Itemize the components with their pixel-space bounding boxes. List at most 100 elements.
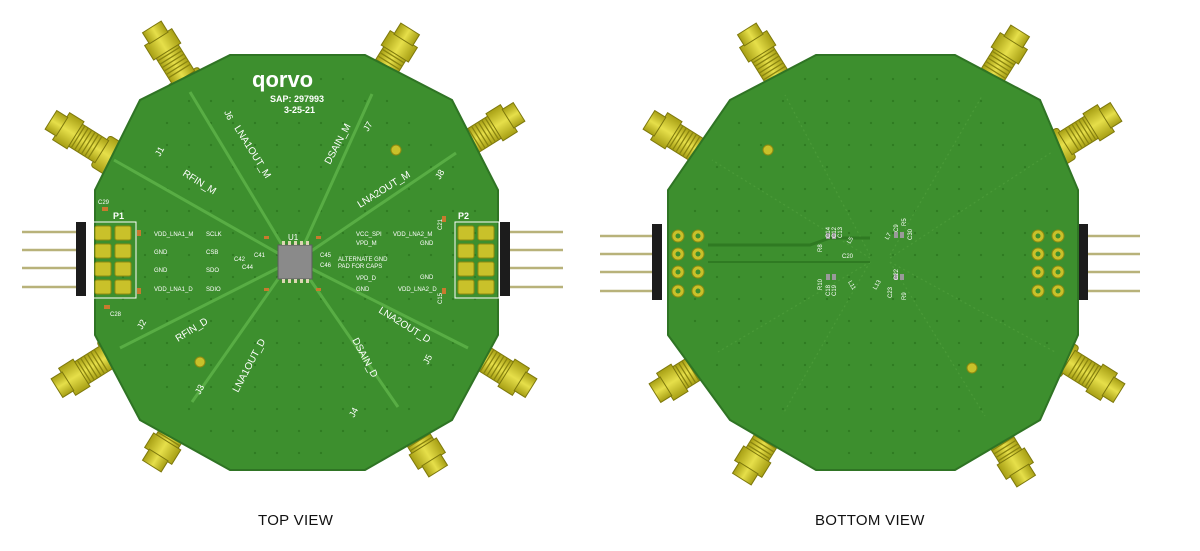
- via-dot: [935, 231, 939, 235]
- p1-signal-2: CSB: [206, 250, 218, 256]
- via-dot: [275, 319, 279, 323]
- via-dot: [209, 99, 213, 103]
- via-dot: [1023, 297, 1027, 301]
- via-dot: [451, 297, 455, 301]
- via-dot: [847, 143, 851, 147]
- via-dot: [231, 297, 235, 301]
- via-dot: [979, 363, 983, 367]
- via-dot: [451, 341, 455, 345]
- via-dot: [143, 341, 147, 345]
- via-dot: [759, 385, 763, 389]
- via-dot: [957, 407, 961, 411]
- via-dot: [407, 363, 411, 367]
- bottom-ref-l7: L7: [885, 232, 894, 241]
- via-dot: [319, 231, 323, 235]
- ref-j4: J4: [347, 406, 360, 419]
- via-dot: [847, 121, 851, 125]
- via-dot: [759, 165, 763, 169]
- via-dot: [825, 99, 829, 103]
- via-dot: [231, 143, 235, 147]
- via-dot: [1023, 363, 1027, 367]
- via-dot: [847, 429, 851, 433]
- via-dot: [715, 319, 719, 323]
- via-dot: [869, 77, 873, 81]
- via-dot: [429, 187, 433, 191]
- via-dot: [1001, 363, 1005, 367]
- header-p2-ref: P2: [458, 211, 469, 221]
- via-dot: [737, 385, 741, 389]
- via-dot: [231, 253, 235, 257]
- via-dot: [847, 165, 851, 169]
- via-dot: [825, 165, 829, 169]
- via-dot: [891, 143, 895, 147]
- via-dot: [407, 187, 411, 191]
- via-dot: [297, 429, 301, 433]
- bottom-ref-c20: C20: [842, 254, 854, 260]
- via-dot: [297, 209, 301, 213]
- via-dot: [429, 143, 433, 147]
- via-dot: [737, 297, 741, 301]
- ref-j2: J2: [135, 318, 148, 331]
- via-dot: [803, 99, 807, 103]
- via-dot: [847, 99, 851, 103]
- via-dot: [275, 99, 279, 103]
- p1-label-3: GND: [154, 268, 168, 274]
- via-dot: [385, 209, 389, 213]
- via-dot: [297, 341, 301, 345]
- via-dot: [869, 121, 873, 125]
- via-dot: [693, 187, 697, 191]
- via-dot: [759, 187, 763, 191]
- via-dot: [803, 253, 807, 257]
- via-dot: [847, 231, 851, 235]
- via-dot: [363, 99, 367, 103]
- via-dot: [1045, 231, 1049, 235]
- via-dot: [1023, 341, 1027, 345]
- via-dot: [803, 319, 807, 323]
- via-dot: [253, 407, 257, 411]
- via-dot: [957, 429, 961, 433]
- via-dot: [187, 385, 191, 389]
- via-dot: [319, 187, 323, 191]
- via-dot: [715, 253, 719, 257]
- via-dot: [781, 429, 785, 433]
- via-dot: [781, 121, 785, 125]
- cap-c29: C29: [98, 200, 110, 206]
- via-dot: [781, 385, 785, 389]
- p2-label-2: VPD_M: [356, 241, 377, 247]
- via-dot: [209, 143, 213, 147]
- via-dot: [1023, 187, 1027, 191]
- cap-c28: C28: [110, 312, 122, 318]
- via-dot: [341, 77, 345, 81]
- via-dot: [231, 121, 235, 125]
- via-dot: [825, 121, 829, 125]
- via-dot: [341, 231, 345, 235]
- via-dot: [715, 187, 719, 191]
- via-dot: [363, 187, 367, 191]
- via-dot: [803, 165, 807, 169]
- via-dot: [1001, 319, 1005, 323]
- via-dot: [297, 143, 301, 147]
- chip-ref: U1: [288, 233, 299, 242]
- via-dot: [737, 143, 741, 147]
- bottom-ref-c14: C14: [826, 226, 832, 238]
- p1-signal-1: SCLK: [206, 232, 222, 238]
- via-dot: [891, 297, 895, 301]
- via-dot: [297, 451, 301, 455]
- via-dot: [1045, 341, 1049, 345]
- via-dot: [957, 231, 961, 235]
- via-dot: [165, 165, 169, 169]
- via-dot: [253, 143, 257, 147]
- via-dot: [781, 165, 785, 169]
- via-dot: [891, 209, 895, 213]
- via-dot: [913, 99, 917, 103]
- via-dot: [737, 275, 741, 279]
- ref-j3: J3: [193, 383, 206, 396]
- via-dot: [847, 275, 851, 279]
- via-dot: [253, 209, 257, 213]
- via-dot: [913, 297, 917, 301]
- via-dot: [891, 165, 895, 169]
- via-dot: [341, 253, 345, 257]
- bottom-ref-c19: C19: [832, 284, 838, 296]
- via-dot: [451, 363, 455, 367]
- via-dot: [231, 429, 235, 433]
